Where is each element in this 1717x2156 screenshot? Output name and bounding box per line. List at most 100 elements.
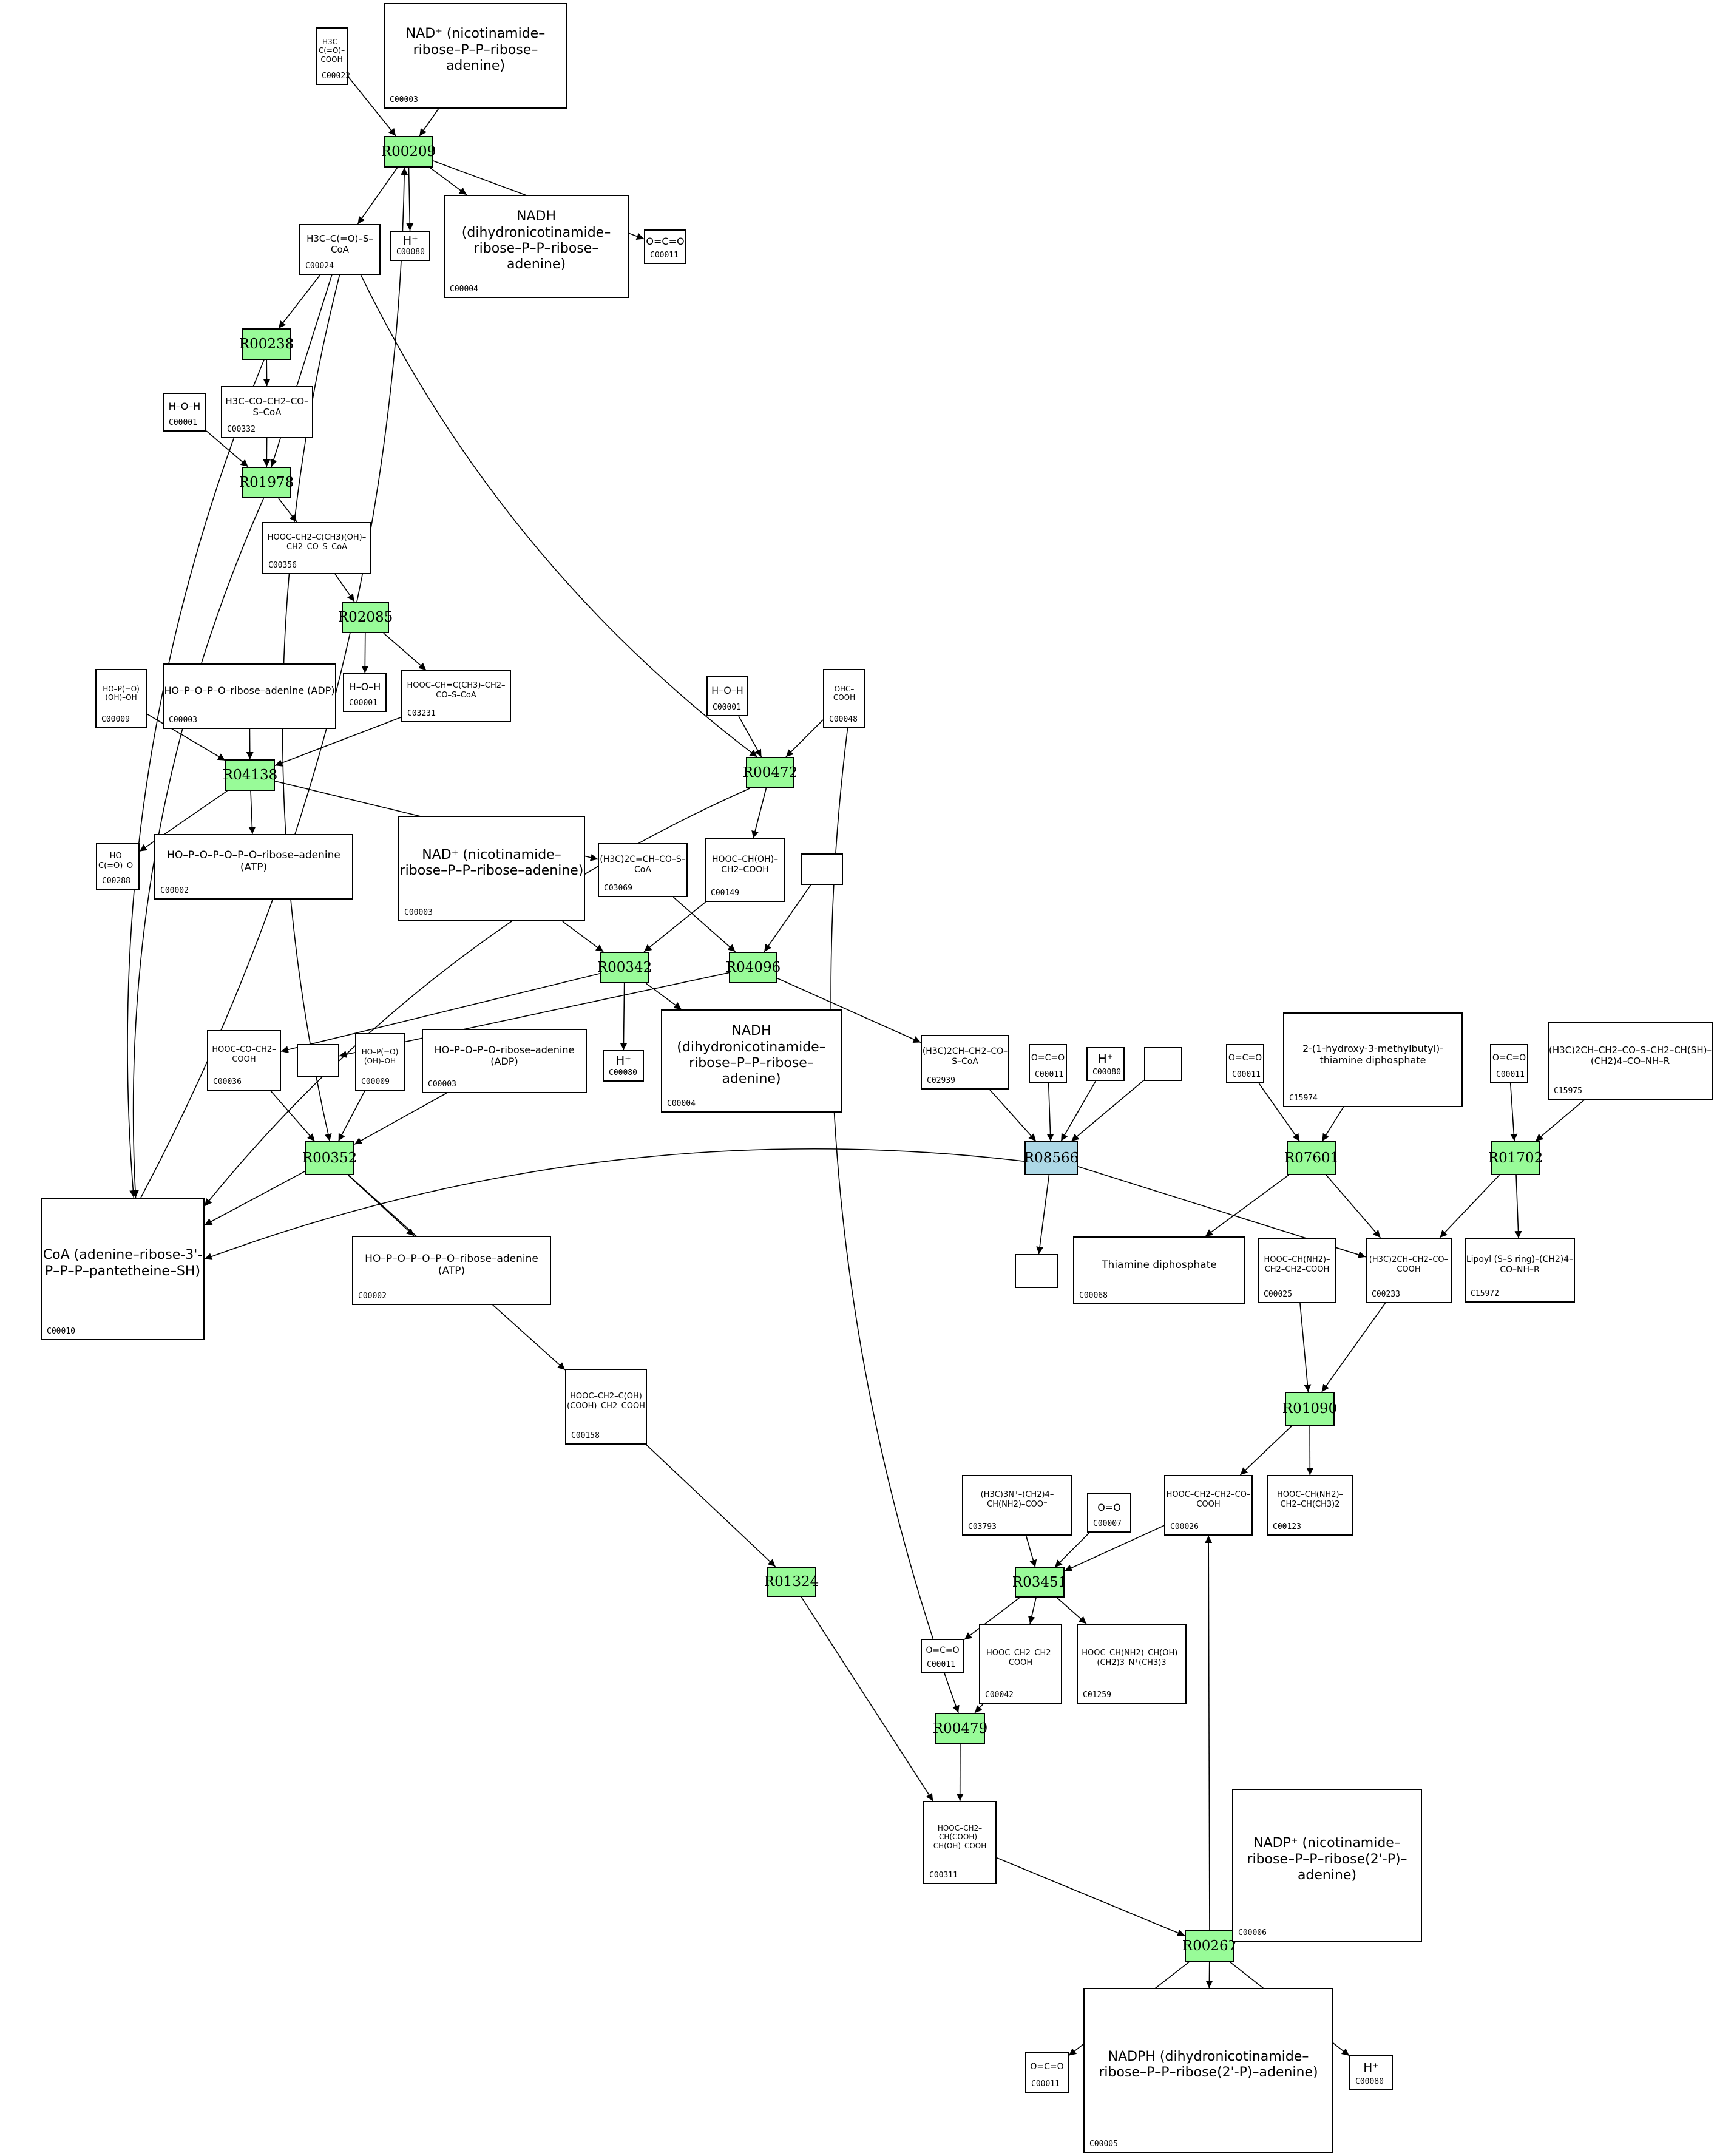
compound-structure: (H3C)2CH–CH2–CO–COOH	[1369, 1255, 1449, 1274]
compound-node[interactable]: H⁺C00080	[603, 1050, 644, 1082]
reaction-node[interactable]: R01702	[1488, 1141, 1543, 1175]
reaction-node[interactable]: R07601	[1284, 1141, 1339, 1175]
compound-node[interactable]: HO–P–O–P–O–P–O–ribose–adenine (ATP)C0000…	[154, 834, 353, 900]
compound-node-empty[interactable]	[297, 1044, 339, 1077]
compound-id: C00149	[711, 889, 739, 898]
reaction-node[interactable]: R04096	[726, 952, 781, 983]
compound-node[interactable]: H⁺C00080	[1349, 2055, 1393, 2090]
compound-node[interactable]: NADH (dihydronicotinamide–ribose–P–P–rib…	[661, 1009, 842, 1113]
compound-structure: H3C–C(=O)–S–CoA	[306, 233, 373, 255]
compound-id: C00003	[169, 716, 197, 725]
edge-r14-to-c51	[801, 1596, 933, 1802]
compound-node[interactable]: H⁺C00080	[1086, 1047, 1125, 1081]
compound-id: C00011	[927, 1660, 955, 1669]
compound-structure: HOOC–CH2–CH2–COOH	[986, 1649, 1055, 1667]
reaction-node[interactable]: R01090	[1282, 1392, 1337, 1426]
compound-node[interactable]: HO–C(=O)–O⁻C00288	[96, 843, 140, 890]
compound-node[interactable]: NADP⁺ (nicotinamide–ribose–P–P–ribose(2'…	[1232, 1789, 1422, 1942]
reaction-node[interactable]: R00342	[597, 952, 652, 983]
compound-node[interactable]: CoA (adenine–ribose-3'-P–P–P–pantetheine…	[41, 1198, 205, 1340]
compound-node-empty[interactable]	[1144, 1047, 1182, 1081]
reaction-node-highlighted[interactable]: R08566	[1023, 1141, 1079, 1175]
edge-r9-to-c41	[204, 1171, 305, 1225]
compound-node-empty[interactable]	[801, 853, 843, 885]
reaction-label: R03451	[1012, 1575, 1068, 1590]
compound-node[interactable]: (H3C)2CH–CH2–CO–S–CH2–CH(SH)–(CH2)4–CO–N…	[1548, 1022, 1713, 1100]
compound-structure: (H3C)3N⁺–(CH2)4–CH(NH2)–COO⁻	[980, 1490, 1054, 1509]
reaction-node[interactable]: R02085	[338, 602, 393, 633]
reaction-node[interactable]: R00238	[239, 328, 294, 360]
compound-node[interactable]: NADPH (dihydronicotinamide–ribose–P–P–ri…	[1083, 1988, 1333, 2153]
compound-id: C01259	[1083, 1690, 1111, 1700]
compound-structure: CoA (adenine–ribose-3'-P–P–P–pantetheine…	[42, 1247, 203, 1279]
reaction-node[interactable]: R00472	[743, 757, 798, 788]
edge-c36-to-r12	[1535, 1099, 1585, 1142]
compound-structure: H⁺	[615, 1053, 631, 1068]
compound-id: C03793	[968, 1522, 997, 1531]
compound-id: C00011	[1035, 1070, 1063, 1079]
compound-node[interactable]: 2-(1-hydroxy-3-methylbutyl)-thiamine dip…	[1283, 1012, 1463, 1107]
edge-r3-to-c9	[278, 498, 297, 523]
reaction-label: R08566	[1023, 1150, 1079, 1166]
reaction-node[interactable]: R03451	[1012, 1567, 1068, 1598]
compound-structure: HO–P(=O)(OH)–OH	[103, 684, 140, 702]
compound-id: C00011	[1031, 2080, 1060, 2089]
reaction-node[interactable]: R00267	[1182, 1930, 1237, 1962]
compound-structure: HO–P–O–P–O–P–O–ribose–adenine (ATP)	[365, 1252, 538, 1277]
compound-node[interactable]: (H3C)3N⁺–(CH2)4–CH(NH2)–COO⁻ C03793	[962, 1475, 1072, 1536]
compound-structure: NAD⁺ (nicotinamide–ribose–P–P–ribose–ade…	[405, 26, 546, 74]
reaction-node[interactable]: R00352	[302, 1141, 357, 1175]
reaction-node[interactable]: R04138	[223, 759, 277, 791]
compound-id: C00011	[1496, 1070, 1525, 1079]
reaction-node[interactable]: R01324	[764, 1567, 819, 1597]
edge-r7-to-c27	[645, 983, 682, 1010]
compound-node[interactable]: H⁺C00080	[390, 231, 430, 261]
compound-id: C00011	[1232, 1070, 1261, 1079]
compound-node[interactable]: NADH (dihydronicotinamide–ribose–P–P–rib…	[444, 195, 629, 298]
compound-node[interactable]: HO–P–O–P–O–P–O–ribose–adenine (ATP)C0000…	[352, 1236, 551, 1305]
edge-c30-to-r10	[1060, 1080, 1097, 1142]
reaction-node[interactable]: R01978	[239, 467, 294, 498]
compound-structure: (H3C)2CH–CH2–CO–S–CH2–CH(SH)–(CH2)4–CO–N…	[1549, 1045, 1712, 1066]
reaction-node[interactable]: R00209	[381, 136, 436, 168]
edge-c17-to-r8	[672, 897, 736, 952]
compound-node-empty[interactable]	[1015, 1254, 1058, 1288]
reaction-node[interactable]: R00479	[933, 1713, 987, 1744]
compound-node[interactable]: HO–P–O–P–O–ribose–adenine (ADP)C00003	[163, 663, 336, 729]
compound-node[interactable]: NAD⁺ (nicotinamide–ribose–P–P–ribose–ade…	[384, 3, 567, 109]
compound-node[interactable]: NAD⁺ (nicotinamide–ribose–P–P–ribose–ade…	[398, 816, 585, 921]
compound-node[interactable]: HO–P–O–P–O–ribose–adenine (ADP)C00003	[422, 1029, 587, 1093]
